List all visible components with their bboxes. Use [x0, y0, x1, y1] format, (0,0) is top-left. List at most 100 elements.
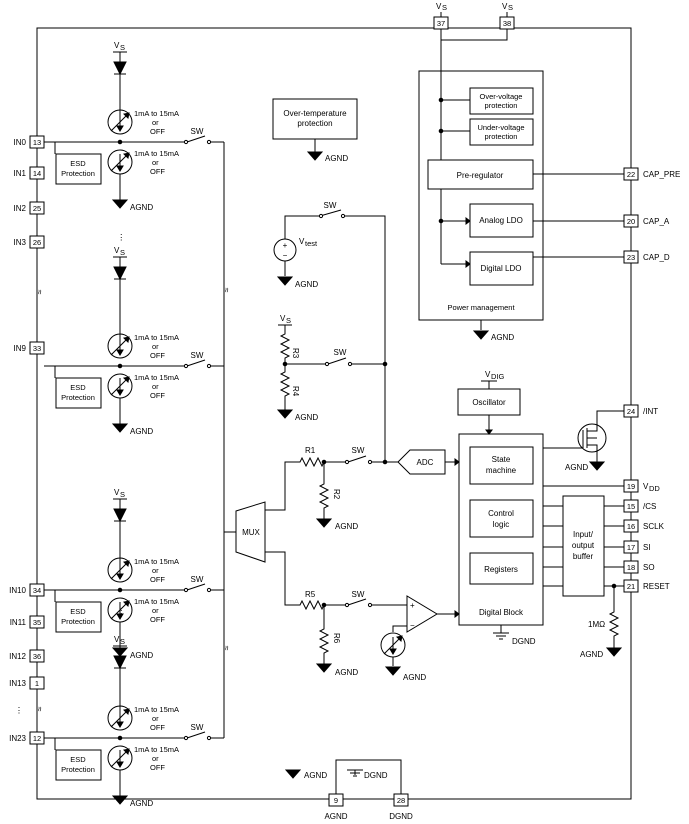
agnd-label: AGND [130, 651, 153, 660]
svg-text:logic: logic [493, 520, 509, 529]
ground-icon [316, 663, 332, 673]
svg-text:MUX: MUX [242, 528, 260, 537]
svg-text:AGND: AGND [335, 668, 358, 677]
ground-icon [285, 769, 301, 779]
current-or-label: or [152, 382, 159, 391]
pin-label: CAP_D [643, 253, 670, 262]
ground-icon [385, 666, 401, 676]
esd-label: Protection [61, 765, 95, 774]
svg-text:R6: R6 [332, 633, 341, 644]
current-label: 1mA to 15mA [134, 333, 179, 342]
current-off-label: OFF [150, 763, 165, 772]
svg-text:protection: protection [297, 119, 332, 128]
svg-text:Analog LDO: Analog LDO [479, 216, 523, 225]
svg-text:machine: machine [486, 466, 517, 475]
svg-text:AGND: AGND [304, 771, 327, 780]
switch-label: SW [191, 351, 204, 360]
resistor-1m [609, 607, 619, 641]
svg-text:V: V [485, 370, 491, 379]
diode-icon [113, 266, 127, 280]
pin-15: 15/CS [623, 499, 656, 513]
svg-text:38: 38 [503, 19, 511, 28]
esd-label: Protection [61, 393, 95, 402]
pin-label: V [643, 482, 649, 491]
pin-in2: 25 IN2 [14, 201, 45, 215]
svg-text:−: − [410, 621, 415, 630]
ground-icon [112, 199, 128, 209]
svg-text:+: + [410, 601, 415, 610]
pin-number: 33 [33, 344, 41, 353]
pin-number: 35 [33, 618, 41, 627]
svg-text:Over-voltage: Over-voltage [480, 92, 523, 101]
agnd-label: AGND [130, 203, 153, 212]
esd-protection [55, 601, 102, 633]
svg-text:V: V [436, 2, 442, 11]
svg-text:S: S [442, 3, 447, 12]
switch-label: SW [191, 723, 204, 732]
svg-text:Pre-regulator: Pre-regulator [457, 171, 504, 180]
svg-text:ADC: ADC [417, 458, 434, 467]
vs-label: V [114, 246, 120, 255]
current-label: 1mA to 15mA [134, 557, 179, 566]
resistor-r4 [280, 367, 290, 401]
svg-text:V: V [299, 237, 305, 246]
current-off-label: OFF [150, 723, 165, 732]
chip-outline [36, 27, 632, 800]
pin-number: 25 [33, 204, 41, 213]
svg-text:R1: R1 [305, 446, 316, 455]
switch-label: SW [191, 575, 204, 584]
svg-text:AGND: AGND [335, 522, 358, 531]
svg-text:Control: Control [488, 509, 514, 518]
svg-text:State: State [492, 455, 511, 464]
pin-label: RESET [643, 582, 670, 591]
diode-icon [113, 508, 127, 522]
pin-label: IN2 [14, 204, 27, 213]
pin-number: 20 [627, 217, 635, 226]
resistor-r6 [319, 624, 329, 658]
pin-label: SI [643, 543, 651, 552]
pin-number: 24 [627, 407, 635, 416]
pin-sub-label: DD [649, 484, 660, 493]
digital-ldo [469, 251, 534, 286]
ellipsis-mark: ⋮ [117, 608, 126, 618]
svg-text:DGND: DGND [364, 771, 388, 780]
pin-label: IN12 [9, 652, 26, 661]
vs-sub-label: S [120, 43, 125, 52]
svg-text:28: 28 [397, 796, 405, 805]
analog-ldo [469, 203, 534, 238]
current-or-label: or [152, 118, 159, 127]
diode-icon [113, 655, 127, 669]
svg-text:R5: R5 [305, 590, 316, 599]
svg-text:9: 9 [334, 796, 338, 805]
current-label: 1mA to 15mA [134, 149, 179, 158]
vs-label: V [114, 635, 120, 644]
pin-37: 37 V S [433, 2, 449, 30]
pin-label: /INT [643, 407, 658, 416]
svg-text:AGND: AGND [295, 280, 318, 289]
svg-text:Digital LDO: Digital LDO [481, 264, 522, 273]
current-label: 1mA to 15mA [134, 373, 179, 382]
current-off-label: OFF [150, 167, 165, 176]
svg-text:DIG: DIG [491, 372, 505, 381]
svg-text:AGND: AGND [580, 650, 603, 659]
io-buffer [562, 495, 605, 597]
pin-38: 38 V S [499, 2, 515, 30]
pin-number: 22 [627, 170, 635, 179]
ground-icon [112, 795, 128, 805]
ground-icon [606, 647, 622, 657]
current-label: 1mA to 15mA [134, 109, 179, 118]
svg-text:1MΩ: 1MΩ [588, 620, 605, 629]
esd-label: ESD [70, 755, 86, 764]
svg-text:protection: protection [485, 101, 518, 110]
pin-number: 12 [33, 734, 41, 743]
svg-text:AGND: AGND [324, 812, 347, 821]
svg-text:+: + [283, 241, 288, 250]
